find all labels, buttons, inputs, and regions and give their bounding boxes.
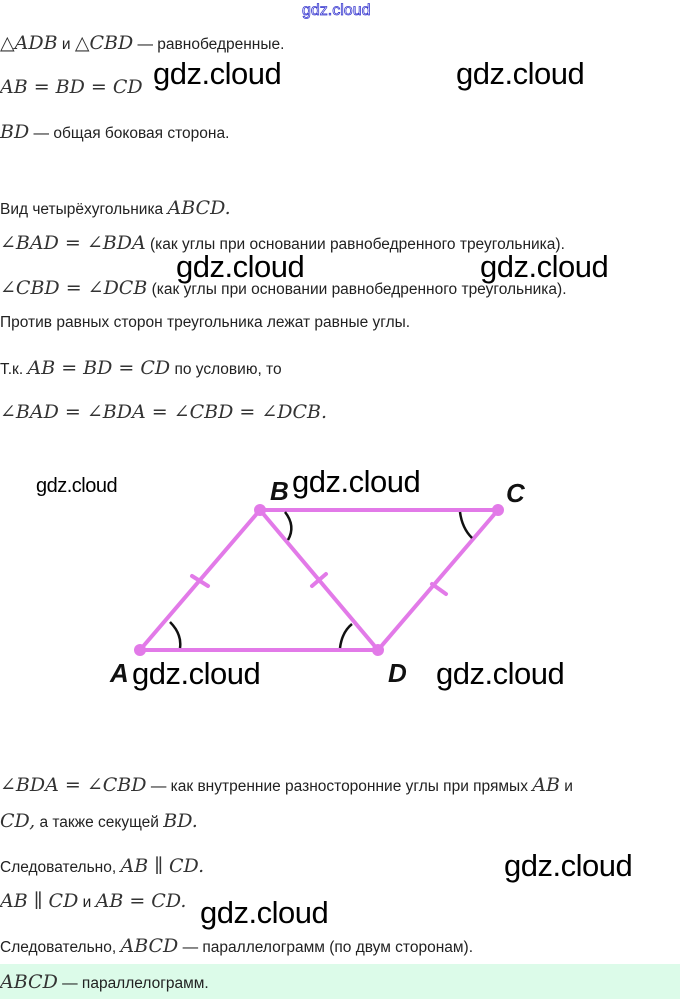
- line-angles-equal: ∠BAD = ∠BDA = ∠CBD = ∠DCB.: [0, 400, 327, 426]
- line-parallel: Следовательно, AB ∥ CD.: [0, 854, 204, 880]
- line-alternate-angles: ∠BDA = ∠CBD — как внутренние разносторон…: [0, 773, 573, 799]
- angle-arc-a: [169, 621, 182, 649]
- tick-bd: [310, 572, 328, 588]
- text: — параллелограмм (по двум сторонам).: [182, 939, 474, 956]
- math: ∠BAD = ∠BDA: [0, 232, 146, 254]
- line-parallel-equal: AB ∥ CD и AB = CD.: [0, 889, 186, 915]
- label-b: B: [270, 476, 289, 506]
- math: BD.: [163, 810, 198, 832]
- text: Вид четырёхугольника: [0, 201, 164, 218]
- text: Следовательно,: [0, 939, 117, 956]
- point-c: [492, 504, 504, 516]
- header-watermark: gdz.cloud: [302, 2, 371, 20]
- angle-arc-bdbd: [338, 623, 353, 649]
- text: а также секущей: [39, 814, 159, 831]
- math: ABCD.: [167, 197, 231, 219]
- line-angle-cbd: ∠CBD = ∠DCB (как углы при основании равн…: [0, 276, 567, 302]
- tick-ab: [190, 574, 210, 588]
- text: Т.к.: [0, 361, 24, 378]
- line-since: Т.к. AB = BD = CD по условию, то: [0, 356, 282, 382]
- text: Следовательно,: [0, 859, 117, 876]
- text: — параллелограмм.: [62, 975, 209, 992]
- watermark: gdz.cloud: [436, 656, 565, 691]
- math: AB ∥ CD: [0, 890, 79, 912]
- point-b: [254, 504, 266, 516]
- text: (как углы при основании равнобедренного …: [150, 236, 565, 253]
- line-conclusion: Следовательно, ABCD — параллелограмм (по…: [0, 934, 473, 960]
- math: AB: [532, 774, 560, 796]
- math: AB = BD = CD: [0, 76, 143, 98]
- line-angle-bad: ∠BAD = ∠BDA (как углы при основании равн…: [0, 231, 565, 257]
- line-answer: ABCD — параллелограмм.: [0, 970, 209, 996]
- point-d: [372, 644, 384, 656]
- tick-cd: [430, 582, 448, 596]
- math: ABCD: [0, 971, 58, 993]
- label-a: A: [109, 658, 129, 688]
- line-equal-sides: AB = BD = CD: [0, 75, 143, 101]
- line-common-side: BD — общая боковая сторона.: [0, 120, 229, 146]
- text: — равнобедренные.: [137, 36, 285, 53]
- answer-box: [0, 964, 680, 999]
- watermark: gdz.cloud: [504, 848, 633, 883]
- point-a: [134, 644, 146, 656]
- text: — общая боковая сторона.: [33, 125, 230, 142]
- watermark: gdz.cloud: [153, 56, 282, 91]
- text: и: [61, 36, 71, 53]
- label-c: C: [506, 478, 526, 508]
- math: AB = CD.: [95, 890, 187, 912]
- text: по условию, то: [174, 361, 282, 378]
- watermark: gdz.cloud: [36, 475, 118, 497]
- line-rule: Против равных сторон треугольника лежат …: [0, 311, 410, 335]
- math: ∠CBD = ∠DCB: [0, 277, 148, 299]
- line-isosceles: △ADB и △CBD — равнобедренные.: [0, 31, 284, 57]
- angle-arc-b: [283, 511, 293, 541]
- math: AB ∥ CD.: [120, 855, 205, 877]
- label-d: D: [388, 658, 407, 688]
- watermark: gdz.cloud: [200, 895, 329, 930]
- text: (как углы при основании равнобедренного …: [151, 281, 567, 298]
- math: BD: [0, 121, 30, 143]
- line-quad-type: Вид четырёхугольника ABCD.: [0, 196, 231, 222]
- math: △CBD: [74, 32, 134, 54]
- text: Против равных сторон треугольника лежат …: [0, 314, 411, 331]
- text: — как внутренние разносторонние углы при…: [150, 778, 528, 795]
- math: ∠BDA = ∠CBD: [0, 774, 147, 796]
- math: CD,: [0, 810, 36, 832]
- line-secant: CD, а также секущей BD.: [0, 809, 198, 835]
- math: ∠BAD = ∠BDA = ∠CBD = ∠DCB.: [0, 401, 328, 423]
- math: ABCD: [120, 935, 179, 957]
- math: AB = BD = CD: [27, 357, 171, 379]
- watermark: gdz.cloud: [292, 464, 421, 499]
- watermark: gdz.cloud: [132, 656, 261, 691]
- math: △ADB: [0, 32, 58, 54]
- text: и: [564, 778, 573, 795]
- side-cd: [376, 508, 500, 652]
- watermark: gdz.cloud: [480, 249, 609, 284]
- watermark: gdz.cloud: [176, 249, 305, 284]
- text: и: [82, 894, 92, 911]
- angle-arc-c: [458, 511, 473, 539]
- watermark: gdz.cloud: [456, 56, 585, 91]
- parallelogram-diagram: A B C D: [109, 476, 526, 688]
